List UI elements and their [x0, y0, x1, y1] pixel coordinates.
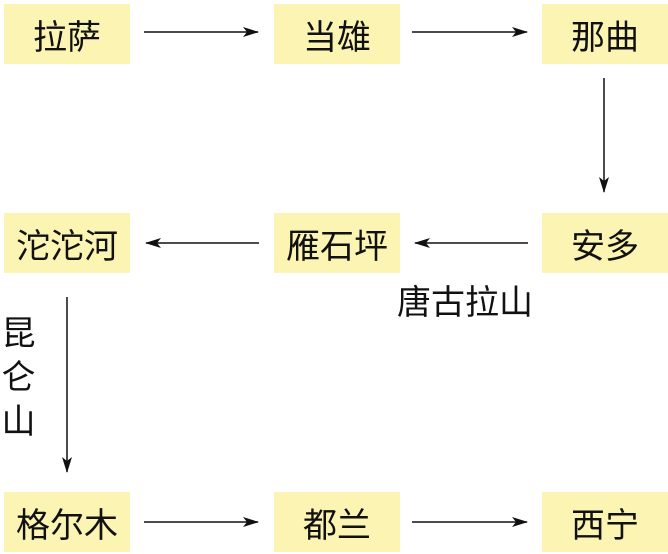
node-anduo: 安多	[542, 213, 668, 273]
node-geermu: 格尔木	[4, 492, 130, 552]
node-tuotuohe: 沱沱河	[4, 213, 130, 273]
label-kunlun-mountains: 昆仑山	[0, 315, 35, 447]
node-yanshiping: 雁石坪	[274, 213, 400, 273]
node-xining: 西宁	[542, 492, 668, 552]
label-tanggula-mountains: 唐古拉山	[397, 283, 533, 323]
node-dangxiong: 当雄	[274, 4, 400, 64]
node-naqu: 那曲	[542, 4, 668, 64]
node-lasa: 拉萨	[4, 4, 130, 64]
node-dulan: 都兰	[274, 492, 400, 552]
